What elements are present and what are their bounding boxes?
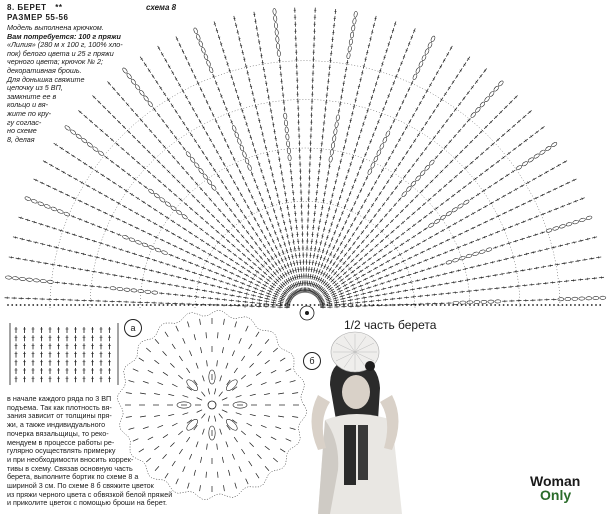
intro-line-8: кольцо и вя- [7, 100, 48, 110]
difficulty-marks: ** [55, 3, 63, 12]
instr-line-7: и при необходимости вносить коррек- [7, 454, 134, 464]
scheme-a-label: а [124, 319, 142, 337]
instr-line-3: жи, а также индивидуального [7, 420, 106, 430]
intro-line-model: Модель выполнена крючком. [7, 23, 104, 32]
fan-chart [4, 7, 607, 321]
instr-line-9: берета, выполните бортик по схеме 8 а [7, 472, 139, 482]
item-number-title: 8. БЕРЕТ [7, 3, 47, 12]
model-photo [311, 331, 402, 514]
size-label: РАЗМЕР 55-56 [7, 13, 69, 22]
scheme-b-label: б [303, 352, 321, 370]
logo-top-text: Woman [530, 473, 581, 489]
logo-bottom-text: Only [540, 487, 572, 503]
scheme-8a-strip [9, 323, 119, 385]
intro-line-10: гу соглас- [7, 117, 42, 127]
intro-line-7: замкните ее в [7, 91, 57, 101]
instr-line-6: гулярно осуществлять примерку [7, 446, 116, 456]
instr-line-12: и приколите цветок с помощью броши на бе… [7, 498, 167, 508]
instr-line-4: почерка вязальщицы, то реко- [7, 428, 109, 438]
instr-line-10: шириной 3 см. По схеме 8 б свяжите цвето… [7, 481, 154, 491]
instr-line-1: подъема. Так как плотность вя- [7, 402, 112, 412]
instr-line-2: зания зависит от толщины пря- [7, 411, 112, 421]
item-title: 8. БЕРЕТ ** [7, 3, 63, 12]
intro-line-9: жите по кру- [7, 108, 52, 118]
instr-line-8: тивы в схему. Связав основную часть [7, 463, 133, 473]
half-beret-caption: 1/2 часть берета [344, 318, 437, 332]
intro-text: Модель выполнена крючком. Вам потребуетс… [7, 23, 147, 144]
intro-line-3: черного цвета; крючок № 2; [7, 57, 103, 67]
instr-line-5: мендуем в процессе работы ре- [7, 437, 115, 447]
instructions-text: в начале каждого ряда по 3 ВП подъема. Т… [7, 394, 317, 508]
intro-line-0: Вам потребуется: 100 г пряжи [7, 31, 121, 41]
intro-line-11: но схеме [7, 126, 37, 136]
intro-line-2: пок) белого цвета и 25 г пряжи [7, 48, 114, 58]
intro-line-4: декоративная брошь. [7, 65, 82, 75]
instr-line-0: в начале каждого ряда по 3 ВП [7, 394, 112, 403]
intro-line-6: цепочку из 5 ВП, [7, 83, 63, 93]
intro-line-1: «Лилия» (280 м х 100 г, 100% хло- [7, 40, 123, 50]
round-motif-chart [117, 310, 307, 500]
scheme-label: схема 8 [146, 3, 177, 12]
woman-only-logo: Woman Only [530, 474, 580, 502]
intro-line-5: Для донышка свяжите [7, 74, 85, 84]
instr-line-11: из пряжи черного цвета с обвязкой белой … [7, 489, 173, 499]
intro-line-12: 8, делая [7, 134, 35, 144]
